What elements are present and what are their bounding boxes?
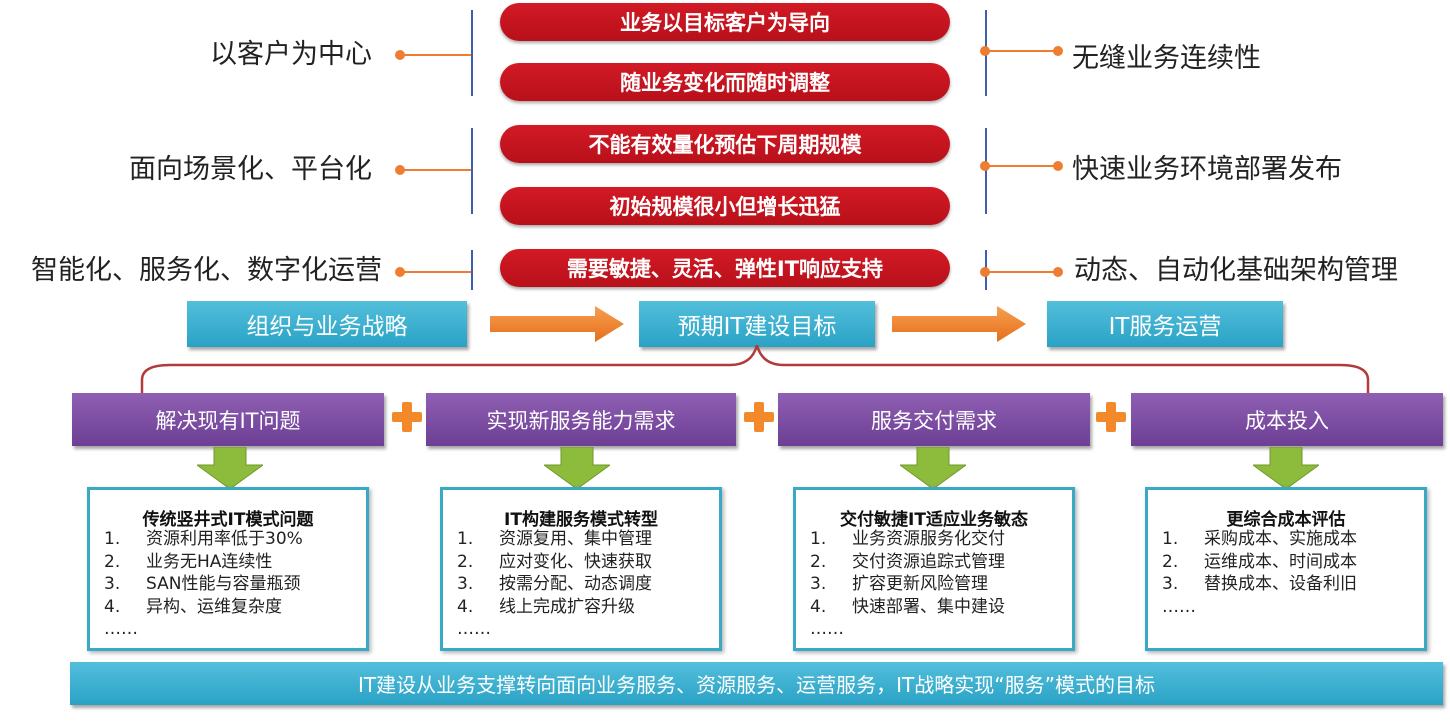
connector-line xyxy=(400,54,472,56)
list-item: 1.资源利用率低于30% xyxy=(104,529,303,549)
left-item-customer-centric: 以客户为中心 xyxy=(210,39,372,70)
box-org-strategy: 组织与业务战略 xyxy=(187,301,467,347)
down-arrow-icon xyxy=(197,447,263,489)
orange-arrow-icon xyxy=(892,306,1026,342)
bracket-connector xyxy=(140,345,1370,395)
connector-line xyxy=(985,271,1057,273)
left-divider xyxy=(471,10,473,96)
connector-line xyxy=(985,50,1057,52)
orange-arrow-icon xyxy=(490,306,624,342)
req-new-service-capability: 实现新服务能力需求 xyxy=(426,393,736,446)
list-item: 3.按需分配、动态调度 xyxy=(457,574,652,594)
card-legacy-it-problems: 传统竖井式IT模式问题 1.资源利用率低于30% 2.业务无HA连续性 3.SA… xyxy=(87,487,369,651)
left-divider xyxy=(471,250,473,290)
connector-dot xyxy=(1053,161,1063,171)
list-item: 3.SAN性能与容量瓶颈 xyxy=(104,574,301,594)
pill-adjust-with-business: 随业务变化而随时调整 xyxy=(500,63,950,101)
left-divider xyxy=(471,128,473,214)
req-service-delivery: 服务交付需求 xyxy=(778,393,1090,446)
list-ellipsis: …… xyxy=(104,619,138,639)
connector-line xyxy=(985,165,1057,167)
card-cost-evaluation: 更综合成本评估 1.采购成本、实施成本 2.运维成本、时间成本 3.替换成本、设… xyxy=(1145,487,1427,651)
plus-icon xyxy=(392,402,422,432)
list-item: 4.异构、运维复杂度 xyxy=(104,596,282,617)
card-list: 1.资源复用、集中管理 2.应对变化、快速获取 3.按需分配、动态调度 4.线上… xyxy=(457,528,652,640)
card-list: 1.资源利用率低于30% 2.业务无HA连续性 3.SAN性能与容量瓶颈 4.异… xyxy=(104,528,303,640)
plus-icon xyxy=(744,402,774,432)
list-item: 2.交付资源追踪式管理 xyxy=(810,551,1005,572)
list-item: 4.线上完成扩容升级 xyxy=(457,596,635,617)
connector-dot xyxy=(1053,46,1063,56)
card-list: 1.采购成本、实施成本 2.运维成本、时间成本 3.替换成本、设备利旧 …… xyxy=(1162,528,1357,618)
box-it-goal: 预期IT建设目标 xyxy=(639,301,875,347)
connector-line xyxy=(400,271,472,273)
plus-icon xyxy=(1096,402,1126,432)
connector-dot xyxy=(1053,267,1063,277)
card-title: IT构建服务模式转型 xyxy=(504,510,658,530)
right-divider xyxy=(985,128,987,214)
bottom-banner: IT建设从业务支撑转向面向业务服务、资源服务、运营服务，IT战略实现“服务”模式… xyxy=(70,662,1443,705)
connector-line xyxy=(400,169,472,171)
pill-rapid-growth: 初始规模很小但增长迅猛 xyxy=(500,187,950,225)
list-ellipsis: …… xyxy=(1162,596,1196,617)
pill-customer-oriented: 业务以目标客户为导向 xyxy=(500,3,950,41)
right-item-auto-infra: 动态、自动化基础架构管理 xyxy=(1074,255,1398,286)
left-item-scenario-platform: 面向场景化、平台化 xyxy=(129,154,372,185)
card-list: 1.业务资源服务化交付 2.交付资源追踪式管理 3.扩容更新风险管理 4.快速部… xyxy=(810,528,1005,640)
down-arrow-icon xyxy=(544,447,610,489)
card-title: 更综合成本评估 xyxy=(1226,510,1346,530)
box-it-service-ops: IT服务运营 xyxy=(1047,301,1283,347)
list-item: 2.应对变化、快速获取 xyxy=(457,551,652,572)
list-item: 3.替换成本、设备利旧 xyxy=(1162,574,1357,594)
left-item-intelligent-ops: 智能化、服务化、数字化运营 xyxy=(31,255,382,286)
card-service-transformation: IT构建服务模式转型 1.资源复用、集中管理 2.应对变化、快速获取 3.按需分… xyxy=(440,487,722,651)
card-agile-delivery: 交付敏捷IT适应业务敏态 1.业务资源服务化交付 2.交付资源追踪式管理 3.扩… xyxy=(793,487,1075,651)
down-arrow-icon xyxy=(900,447,966,489)
req-solve-it-problems: 解决现有IT问题 xyxy=(72,393,384,446)
card-title: 交付敏捷IT适应业务敏态 xyxy=(840,510,1028,530)
list-item: 3.扩容更新风险管理 xyxy=(810,574,988,594)
list-item: 2.业务无HA连续性 xyxy=(104,551,273,572)
pill-unpredictable-scale: 不能有效量化预估下周期规模 xyxy=(500,125,950,163)
list-item: 1.业务资源服务化交付 xyxy=(810,529,1005,549)
right-item-continuity: 无缝业务连续性 xyxy=(1072,43,1261,74)
list-item: 1.资源复用、集中管理 xyxy=(457,529,652,549)
card-title: 传统竖井式IT模式问题 xyxy=(142,510,314,530)
list-item: 4.快速部署、集中建设 xyxy=(810,596,1005,617)
req-cost-investment: 成本投入 xyxy=(1131,393,1443,446)
right-item-fast-deploy: 快速业务环境部署发布 xyxy=(1072,154,1342,185)
list-ellipsis: …… xyxy=(457,619,491,639)
pill-agile-it: 需要敏捷、灵活、弹性IT响应支持 xyxy=(500,249,950,287)
list-item: 1.采购成本、实施成本 xyxy=(1162,529,1357,549)
list-item: 2.运维成本、时间成本 xyxy=(1162,551,1357,572)
down-arrow-icon xyxy=(1253,447,1319,489)
list-ellipsis: …… xyxy=(810,619,844,639)
